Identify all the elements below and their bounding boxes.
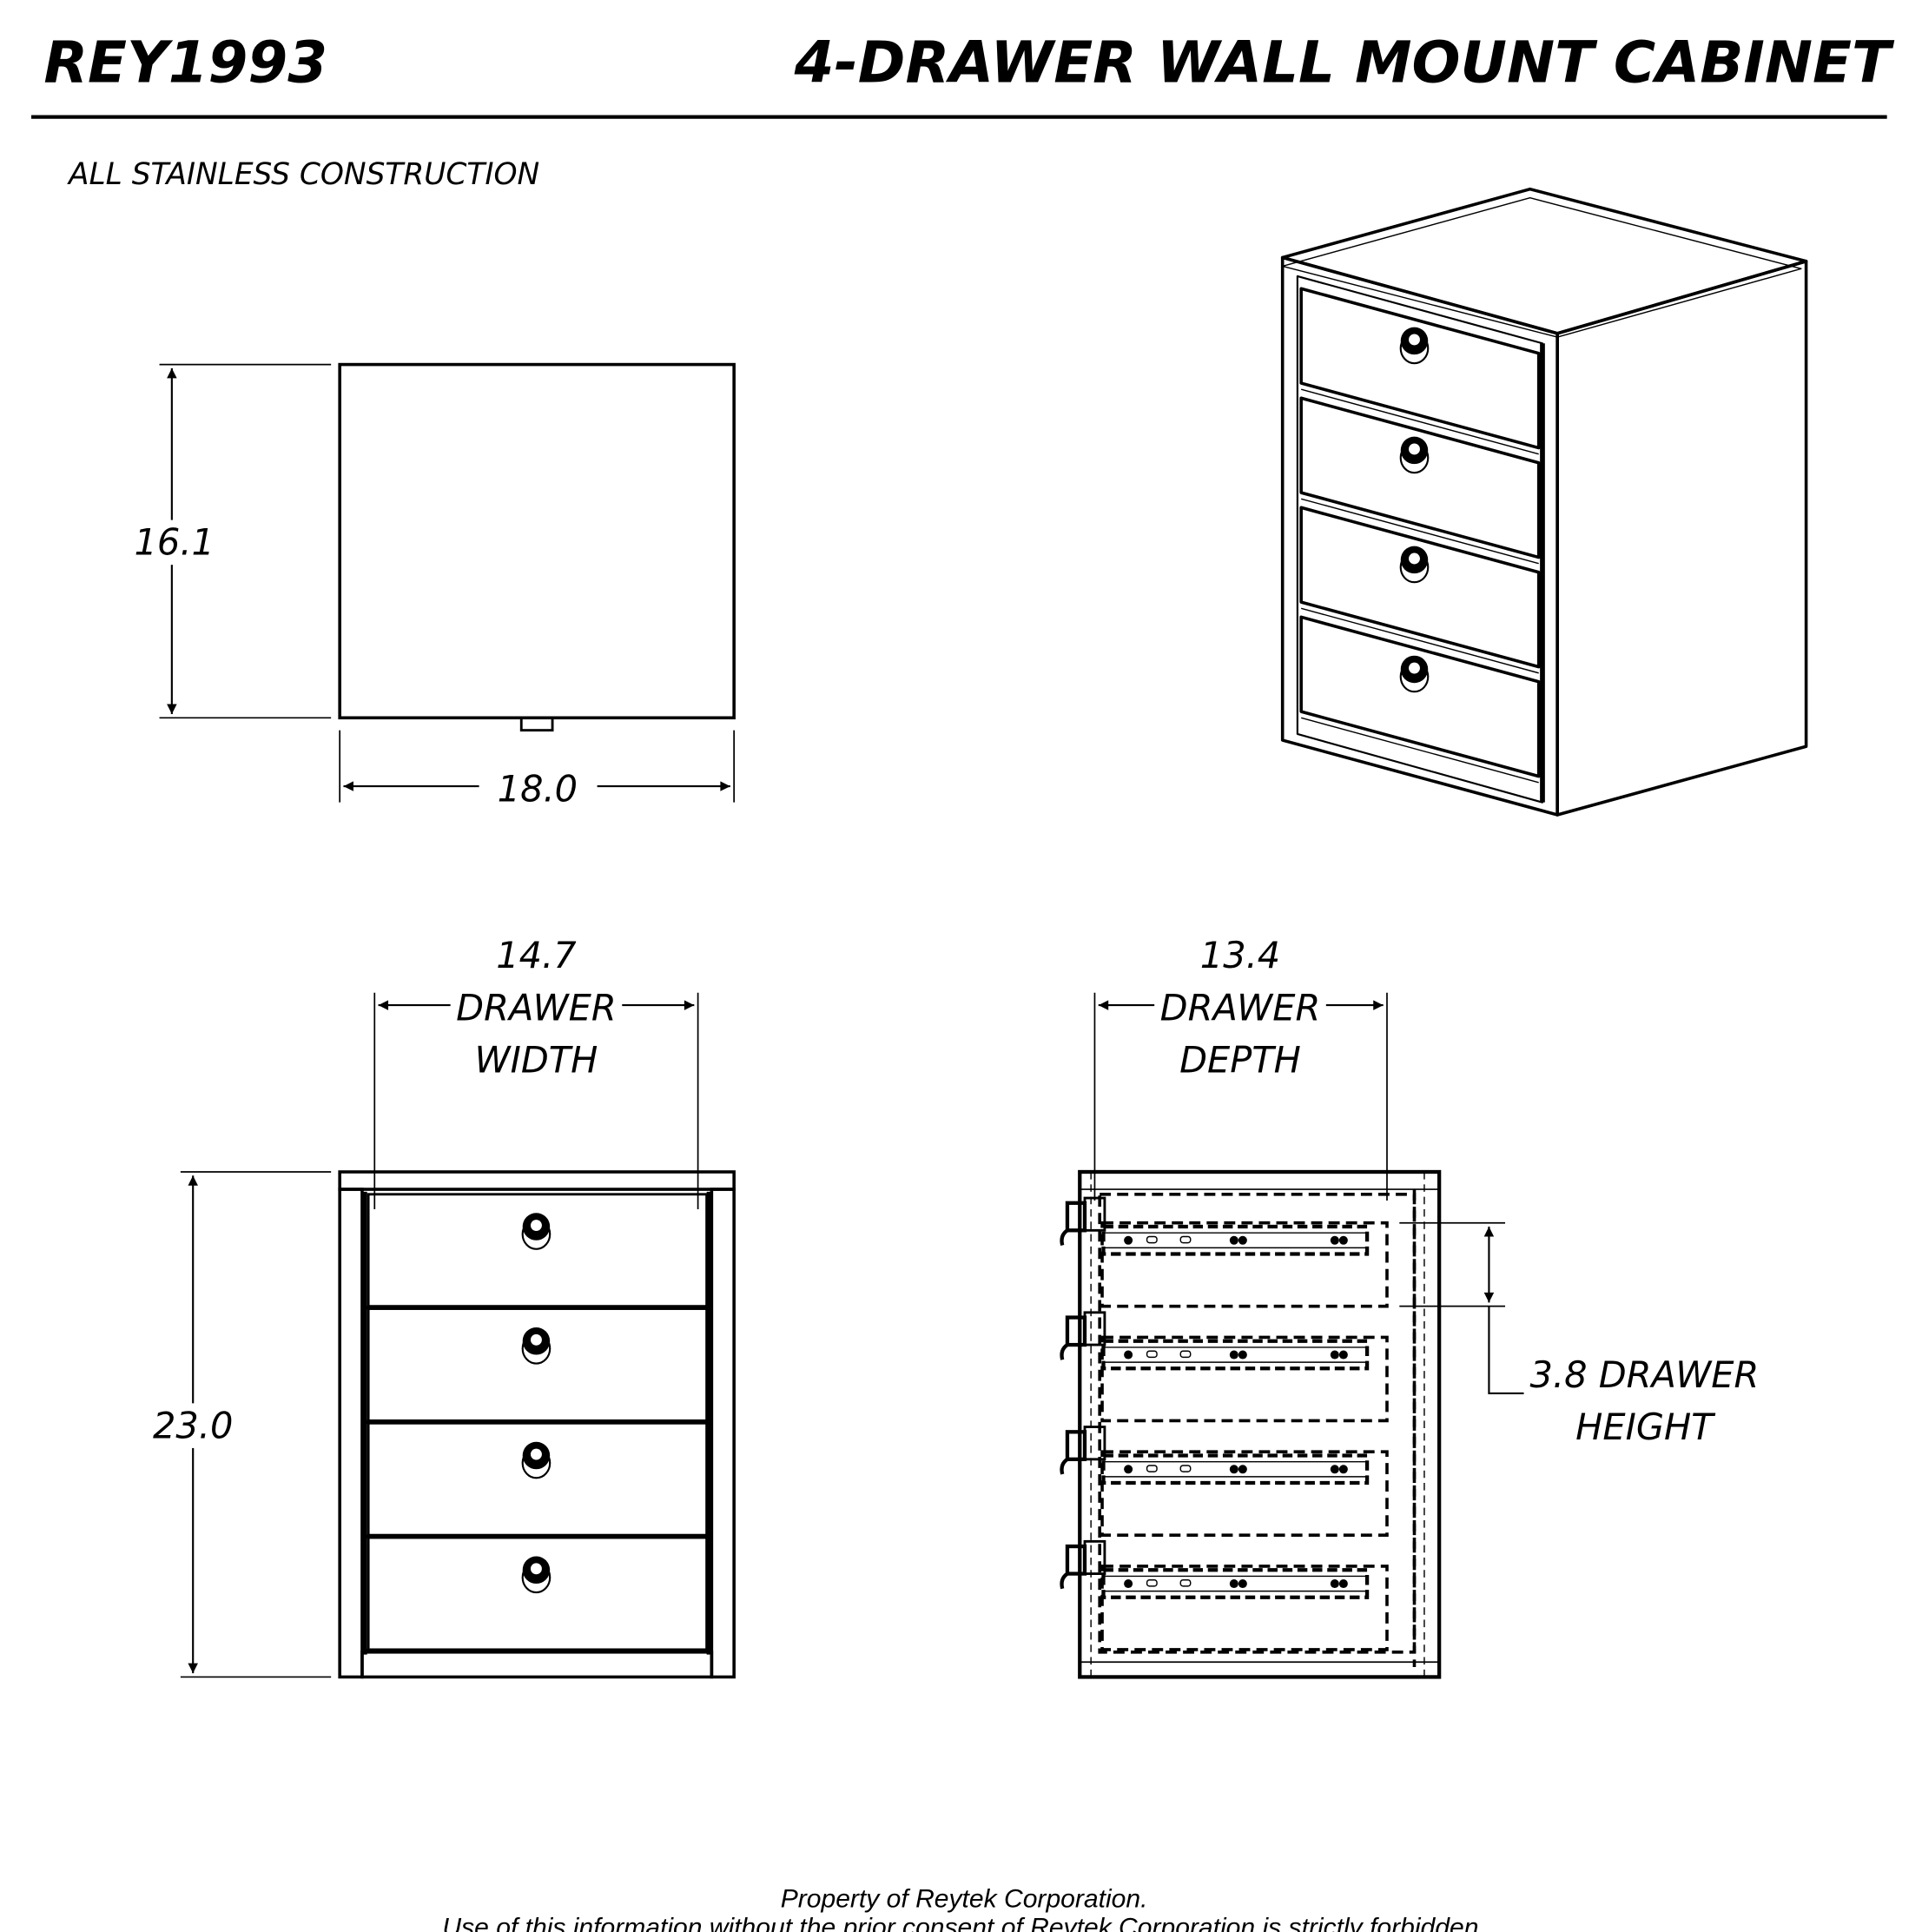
drawer-width-label-2: WIDTH [475, 1038, 598, 1081]
part-number: REY1993 [43, 30, 327, 96]
drawer-height-label: 3.8 DRAWER [1529, 1353, 1759, 1396]
side-view: 13.4 DRAWER DEPTH 3.8 DRAWER HEIGHT [1061, 934, 1759, 1679]
drawer-height-label-2: HEIGHT [1575, 1406, 1716, 1448]
drawer-width-dim: 14.7 [496, 934, 577, 976]
iso-drawer-knob-icon [1399, 545, 1430, 584]
top-view: 16.1 18.0 [124, 362, 736, 810]
front-view: 23.0 14.7 DRAWER WIDTH [139, 934, 736, 1679]
iso-drawer-knob-icon [1399, 654, 1430, 693]
drawer-knob-icon [521, 1326, 552, 1365]
top-view-width-dim: 18.0 [498, 767, 578, 810]
iso-drawer-knob-icon [1399, 326, 1430, 365]
drawer-depth-label: DRAWER [1160, 986, 1321, 1029]
drawer-slide-rail [1103, 1341, 1367, 1369]
footer-ownership: Property of Reytek Corporation. [781, 1884, 1148, 1913]
drawer-outline-hidden [1100, 1450, 1389, 1537]
iso-drawer-front [1299, 615, 1541, 778]
iso-drawer-knob-icon [1399, 435, 1430, 474]
drawer-width-label: DRAWER [456, 986, 617, 1029]
drawer-outline-hidden [1100, 1221, 1389, 1308]
drawer-front [367, 1536, 709, 1651]
footer-notice: Use of this information without the prio… [442, 1913, 1485, 1932]
drawer-front [367, 1421, 709, 1537]
iso-drawer-front [1299, 287, 1541, 450]
drawer-depth-label-2: DEPTH [1179, 1038, 1301, 1081]
drawer-depth-dim: 13.4 [1200, 934, 1280, 976]
drawer-slide-rail [1103, 1570, 1367, 1598]
top-view-height-dim: 16.1 [134, 521, 214, 564]
drawer-slide-rail [1103, 1456, 1367, 1484]
drawer-front [367, 1307, 709, 1422]
drawer-knob-icon [521, 1212, 552, 1250]
drawer-outline-hidden [1100, 1335, 1389, 1423]
drawer-outline-hidden [1100, 1565, 1389, 1651]
isometric-view [1280, 187, 1808, 817]
front-view-height-dim: 23.0 [153, 1404, 233, 1446]
iso-drawer-front [1299, 396, 1541, 559]
drawer-slide-rail [1103, 1227, 1367, 1254]
subtitle: ALL STAINLESS CONSTRUCTION [67, 157, 539, 192]
drawing-title: 4-DRAWER WALL MOUNT CABINET [794, 30, 1895, 96]
drawer-knob-icon [521, 1440, 552, 1479]
drawer-front [367, 1193, 709, 1308]
drawer-knob-icon [521, 1555, 552, 1594]
iso-drawer-front [1299, 506, 1541, 669]
